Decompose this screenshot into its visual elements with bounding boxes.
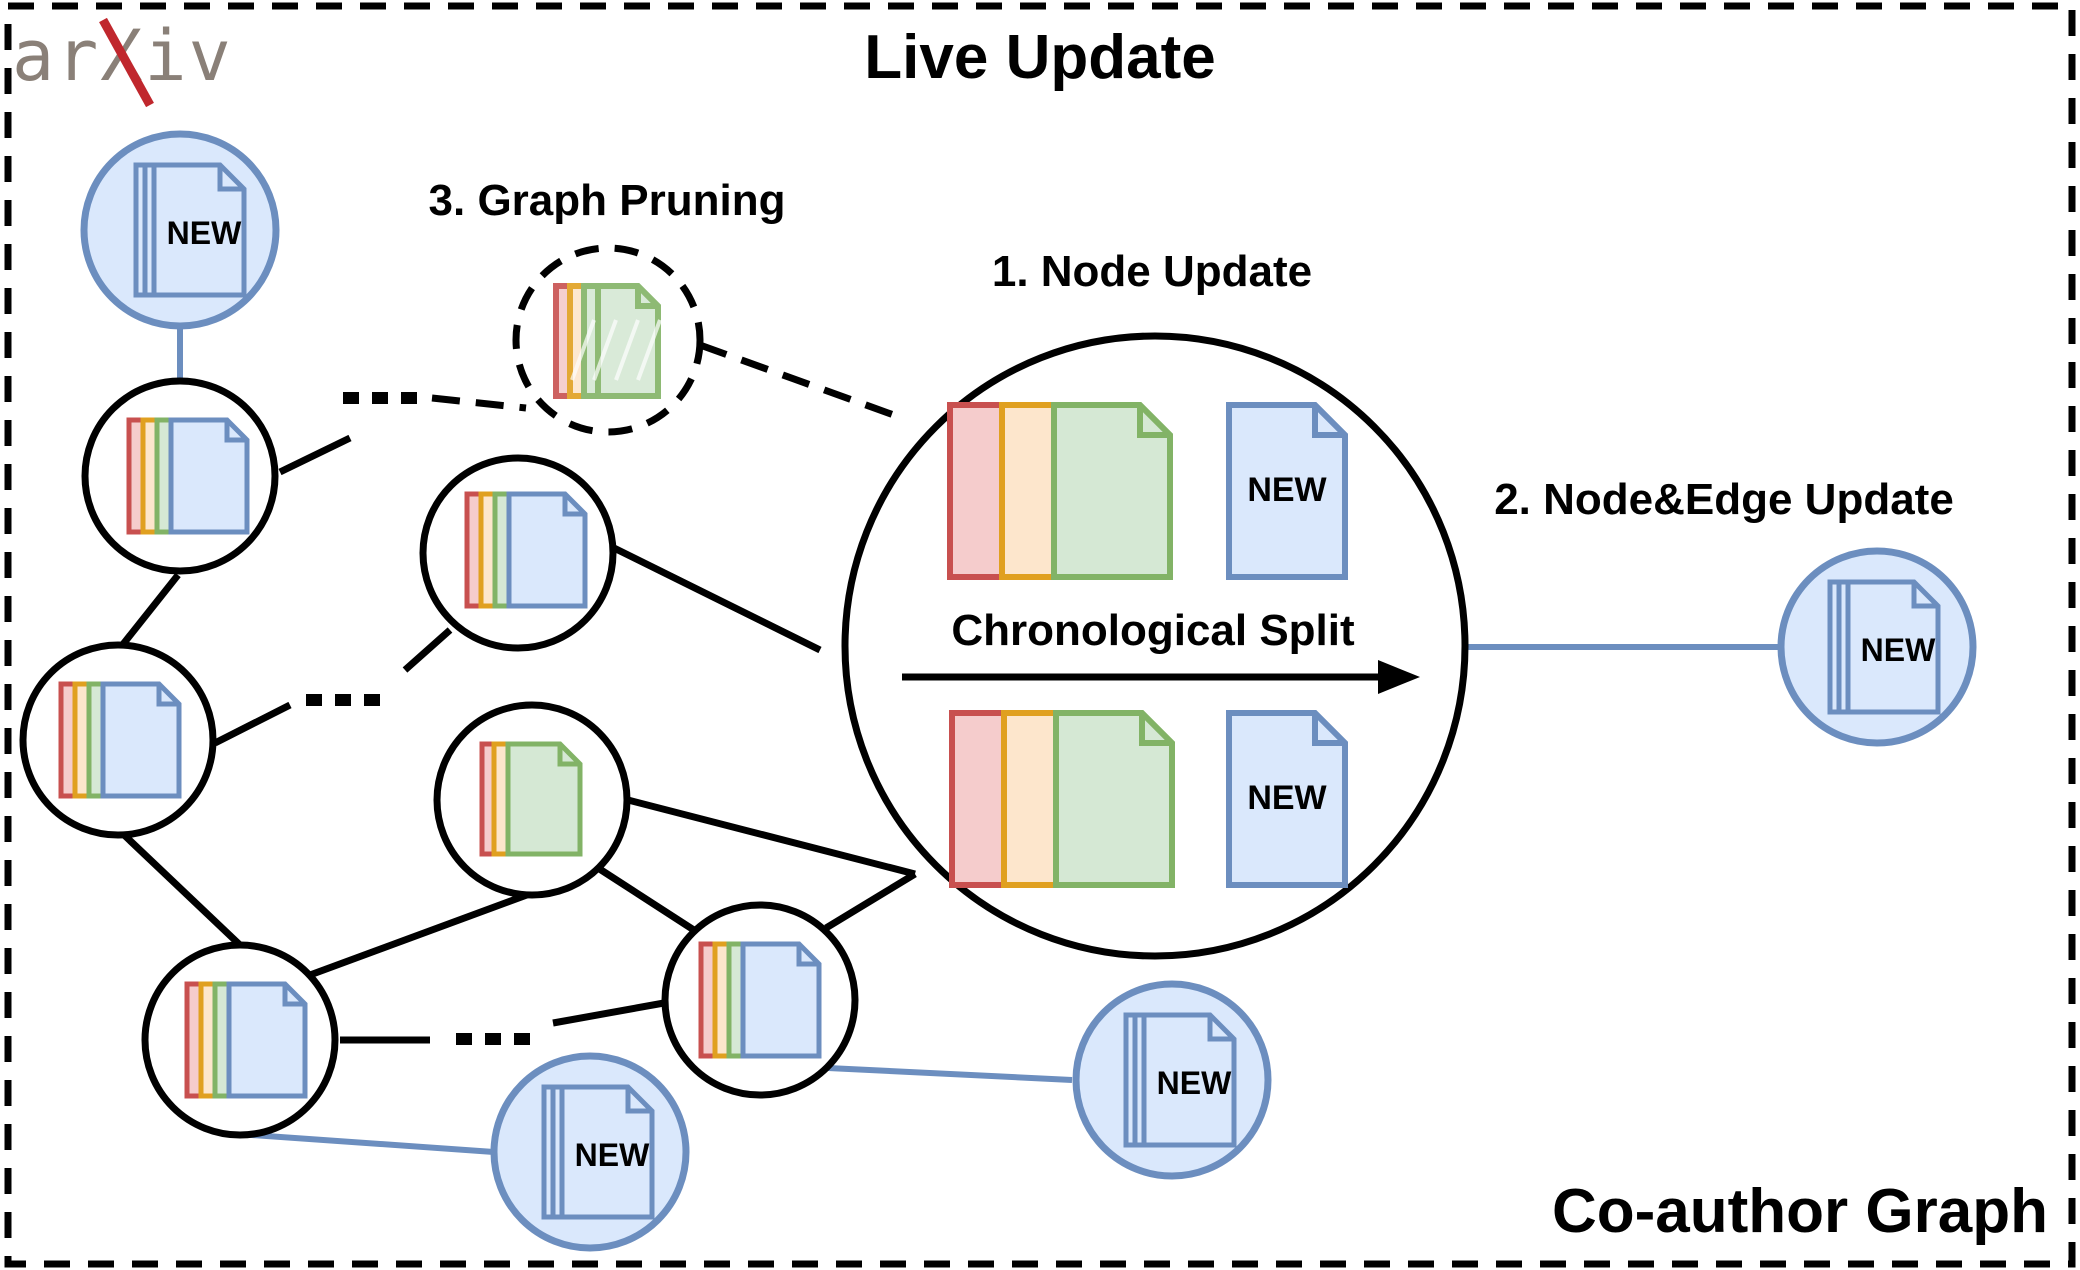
new-label: NEW	[1247, 779, 1327, 817]
step-node-edge-update: 2. Node&Edge Update	[1494, 475, 1954, 524]
paper-stack-icon	[479, 741, 583, 857]
new-paper-icon: NEW	[133, 162, 247, 298]
paper-stack-icon	[698, 941, 822, 1059]
graph-edges	[117, 434, 917, 1044]
paper-stack-icon	[58, 681, 182, 799]
step-node-update: 1. Node Update	[992, 247, 1312, 296]
arxiv-logo: arXiv	[12, 15, 231, 108]
new-paper-icon: NEW	[1827, 579, 1941, 715]
paper-icons: NEW NEW NEW NEW NEW NEW	[58, 162, 1941, 1220]
split-label: Chronological Split	[951, 606, 1355, 655]
ellipsis-marks	[306, 392, 530, 1045]
pruned-paper-icon	[553, 283, 662, 399]
paper-stack-icon	[184, 981, 308, 1099]
paper-stack-large-icon	[949, 710, 1175, 888]
new-label: NEW	[575, 1137, 650, 1173]
new-label: NEW	[1861, 632, 1936, 668]
pruned-edges	[431, 341, 904, 422]
new-paper-large-icon: NEW	[1226, 710, 1348, 888]
pruned-node-circle	[512, 244, 704, 436]
paper-stack-icon	[464, 491, 588, 609]
split-arrow-head	[1378, 660, 1420, 694]
new-paper-icon: NEW	[541, 1084, 655, 1220]
new-label: NEW	[1157, 1065, 1232, 1101]
new-node-edges	[177, 328, 1782, 1155]
page-title: Live Update	[864, 23, 1215, 92]
paper-stack-large-icon	[947, 402, 1173, 580]
step-graph-pruning: 3. Graph Pruning	[429, 176, 786, 225]
new-label: NEW	[167, 215, 242, 251]
new-label: NEW	[1247, 471, 1327, 509]
footer-label: Co-author Graph	[1552, 1177, 2048, 1246]
new-paper-icon: NEW	[1123, 1012, 1237, 1148]
paper-stack-icon	[126, 417, 250, 535]
new-paper-large-icon: NEW	[1226, 402, 1348, 580]
dashed-frame	[4, 2, 2076, 1268]
